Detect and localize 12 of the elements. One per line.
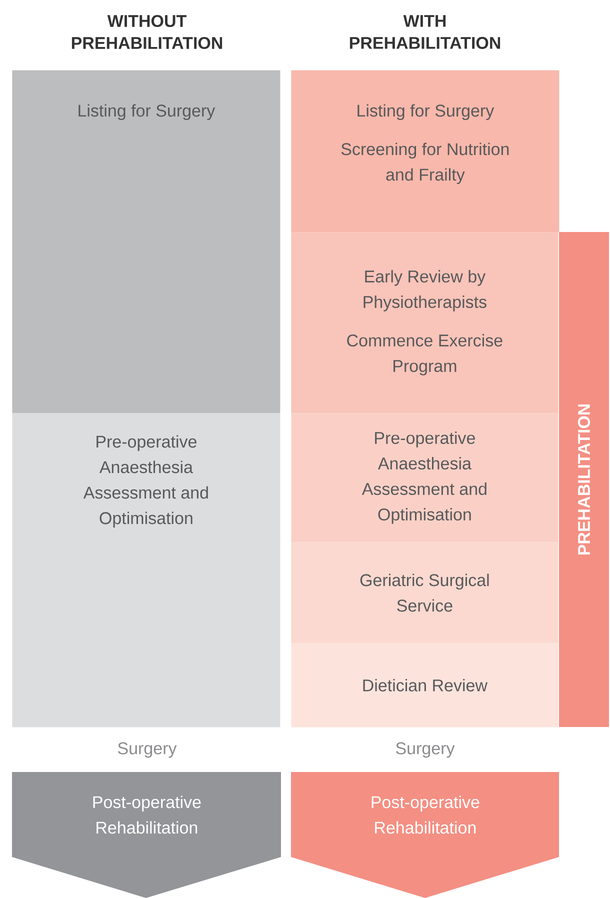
process-box: Geriatric Surgical Service (291, 542, 558, 644)
process-box: Pre-operative Anaesthesia Assessment and Optimisation (291, 413, 558, 542)
process-box: Dietician Review (291, 643, 558, 728)
process-box: Pre-operative Anaesthesia Assessment and Optimisation (12, 413, 280, 728)
process-box: Early Review by Physiotherapists Commence Exercise Program (291, 232, 558, 414)
stage-label: Surgery (396, 742, 455, 758)
stage-label: Surgery (118, 742, 177, 758)
column-heading: WITH PREHABILITATION (350, 15, 500, 49)
phase-band: PREHABILITATION (559, 232, 609, 727)
process-box: Listing for Surgery (12, 70, 280, 414)
process-box: Listing for Surgery Screening for Nutrition and Frailty (291, 70, 560, 232)
column-heading: WITHOUT PREHABILITATION (72, 15, 222, 50)
